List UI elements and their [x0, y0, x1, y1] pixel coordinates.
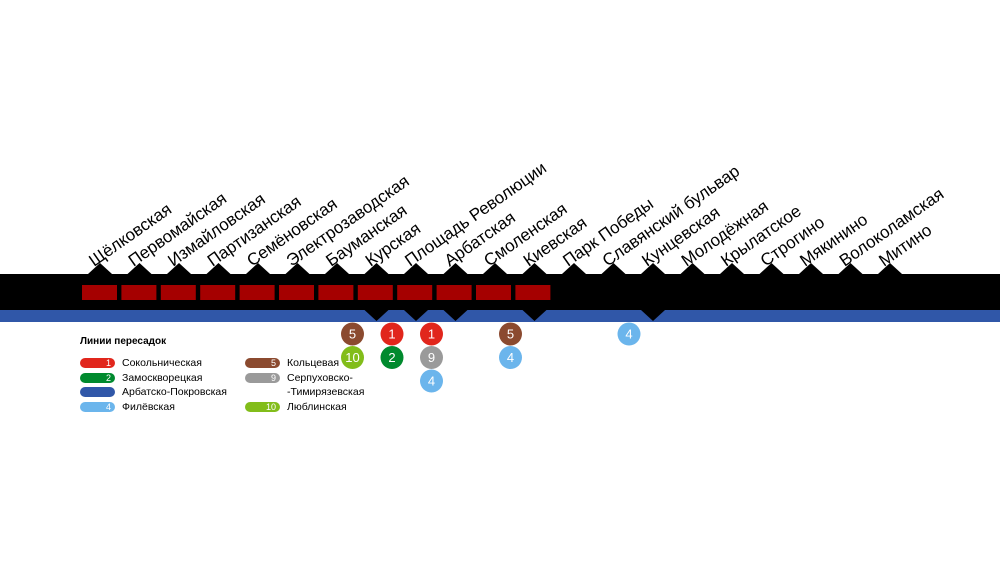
interchange-badge — [499, 322, 522, 346]
interchange-badge — [617, 322, 641, 346]
station-marker — [799, 263, 823, 274]
interchange-badge — [420, 369, 443, 393]
line-5-swatch: 5 — [245, 358, 280, 368]
interchange-badge-number: 4 — [507, 350, 514, 365]
line-stripe — [0, 309, 1000, 322]
interchange-marker — [443, 310, 468, 321]
interchange-badge — [341, 322, 364, 346]
legend-label: Сокольническая — [122, 357, 202, 369]
station-marker — [759, 263, 784, 274]
station-marker — [562, 263, 586, 274]
station-marker — [167, 263, 191, 274]
station-marker — [88, 263, 112, 274]
train-car — [397, 285, 433, 300]
station-marker — [680, 263, 705, 274]
interchange-marker — [522, 310, 547, 321]
legend-label: Серпуховско- -Тимирязевская — [287, 372, 365, 398]
legend-label: Замоскворецкая — [122, 372, 203, 384]
line-2-swatch: 2 — [80, 373, 115, 383]
legend-title: Линии пересадок — [80, 336, 167, 347]
interchange-badge-number: 4 — [625, 327, 632, 342]
station-marker — [206, 263, 231, 274]
legend-label: Люблинская — [287, 401, 347, 413]
interchange-marker — [404, 310, 428, 321]
station-marker — [443, 263, 468, 274]
station-marker — [127, 263, 152, 274]
line-1-swatch: 1 — [80, 358, 115, 368]
interchange-badge-number: 4 — [428, 374, 435, 389]
station-marker — [641, 263, 665, 274]
interchange-badge — [341, 346, 364, 369]
interchange-marker — [364, 310, 389, 321]
line-9-swatch: 9 — [245, 373, 280, 383]
station-marker — [364, 263, 389, 274]
interchange-badge-number: 1 — [428, 327, 435, 342]
station-marker — [483, 263, 507, 274]
station-marker — [601, 263, 626, 274]
interchange-badge — [380, 346, 404, 369]
train-car — [121, 285, 157, 300]
station-marker — [720, 263, 744, 274]
station-marker — [838, 263, 863, 274]
interchange-legend: Линии пересадок 1 Сокольническая 2 Замос… — [80, 336, 400, 426]
legend-label: Кольцевая — [287, 357, 340, 369]
train-car — [476, 285, 511, 300]
interchange-badge — [420, 346, 443, 369]
legend-label: Арбатско-Покровская — [122, 386, 227, 398]
station-marker — [404, 263, 428, 274]
interchange-marker — [641, 310, 665, 321]
train-car — [82, 285, 117, 300]
train — [82, 285, 551, 300]
train-car — [436, 285, 472, 300]
line-10-swatch: 10 — [245, 402, 280, 412]
train-car — [200, 285, 236, 300]
interchange-badge-number: 10 — [345, 350, 359, 365]
interchange-badge-number: 9 — [428, 350, 435, 365]
interchange-badge — [420, 322, 443, 346]
train-car — [239, 285, 275, 300]
line-3-swatch — [80, 387, 115, 397]
station-marker — [522, 263, 547, 274]
line-4-swatch: 4 — [80, 402, 115, 412]
station-marker — [878, 263, 902, 274]
interchange-badge — [380, 322, 404, 346]
interchange-badge-number: 1 — [388, 327, 395, 342]
interchange-badge-number: 5 — [349, 327, 356, 342]
legend-label: Филёвская — [122, 401, 175, 413]
train-car — [279, 285, 314, 300]
station-marker — [285, 263, 310, 274]
interchange-badge-number: 2 — [388, 350, 395, 365]
station-marker — [325, 263, 349, 274]
interchange-badge-number: 5 — [507, 327, 514, 342]
train-car — [515, 285, 551, 300]
interchange-badge — [499, 346, 522, 369]
station-marker — [246, 263, 270, 274]
train-car — [318, 285, 354, 300]
train-car — [160, 285, 196, 300]
train-car — [357, 285, 393, 300]
